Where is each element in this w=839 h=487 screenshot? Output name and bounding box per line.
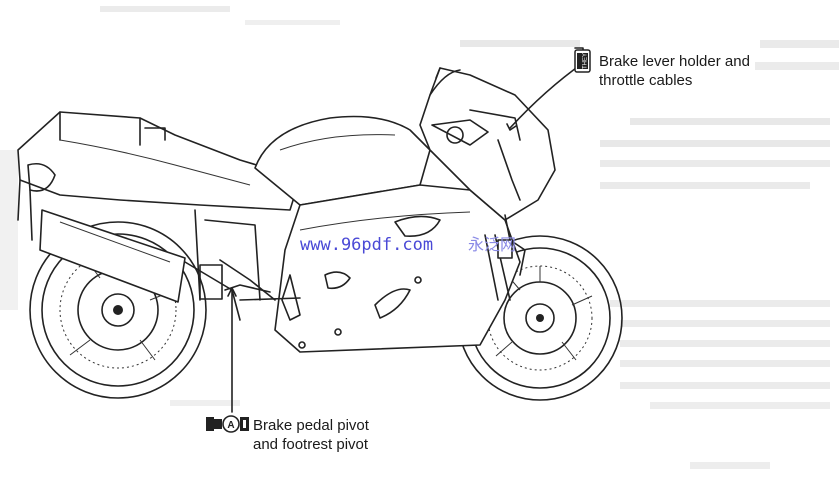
callout-bottom-line2: and footrest pivot bbox=[253, 436, 369, 453]
callout-brake-lever: THEY Brake lever holder and throttle cab… bbox=[506, 47, 750, 131]
fuel-tank bbox=[254, 115, 431, 206]
frame-engine-fairing bbox=[194, 184, 521, 353]
callout-top-line1: Brake lever holder and bbox=[599, 53, 750, 70]
front-fairing bbox=[419, 67, 556, 301]
watermark: www.96pdf.com 永泛网 bbox=[300, 235, 516, 255]
svg-text:A: A bbox=[227, 420, 234, 431]
watermark-url: www.96pdf.com bbox=[300, 235, 433, 255]
callout-bottom-line1: Brake pedal pivot bbox=[253, 417, 370, 434]
callout-brake-pedal: A Brake pedal pivot and footrest pivot bbox=[206, 287, 370, 453]
callout-top-line2: throttle cables bbox=[599, 72, 692, 89]
bleed-through-text bbox=[0, 6, 839, 469]
svg-text:THEY: THEY bbox=[583, 53, 589, 69]
watermark-cn: 永泛网 bbox=[468, 235, 516, 254]
grease-gun-icon: A bbox=[206, 415, 249, 433]
